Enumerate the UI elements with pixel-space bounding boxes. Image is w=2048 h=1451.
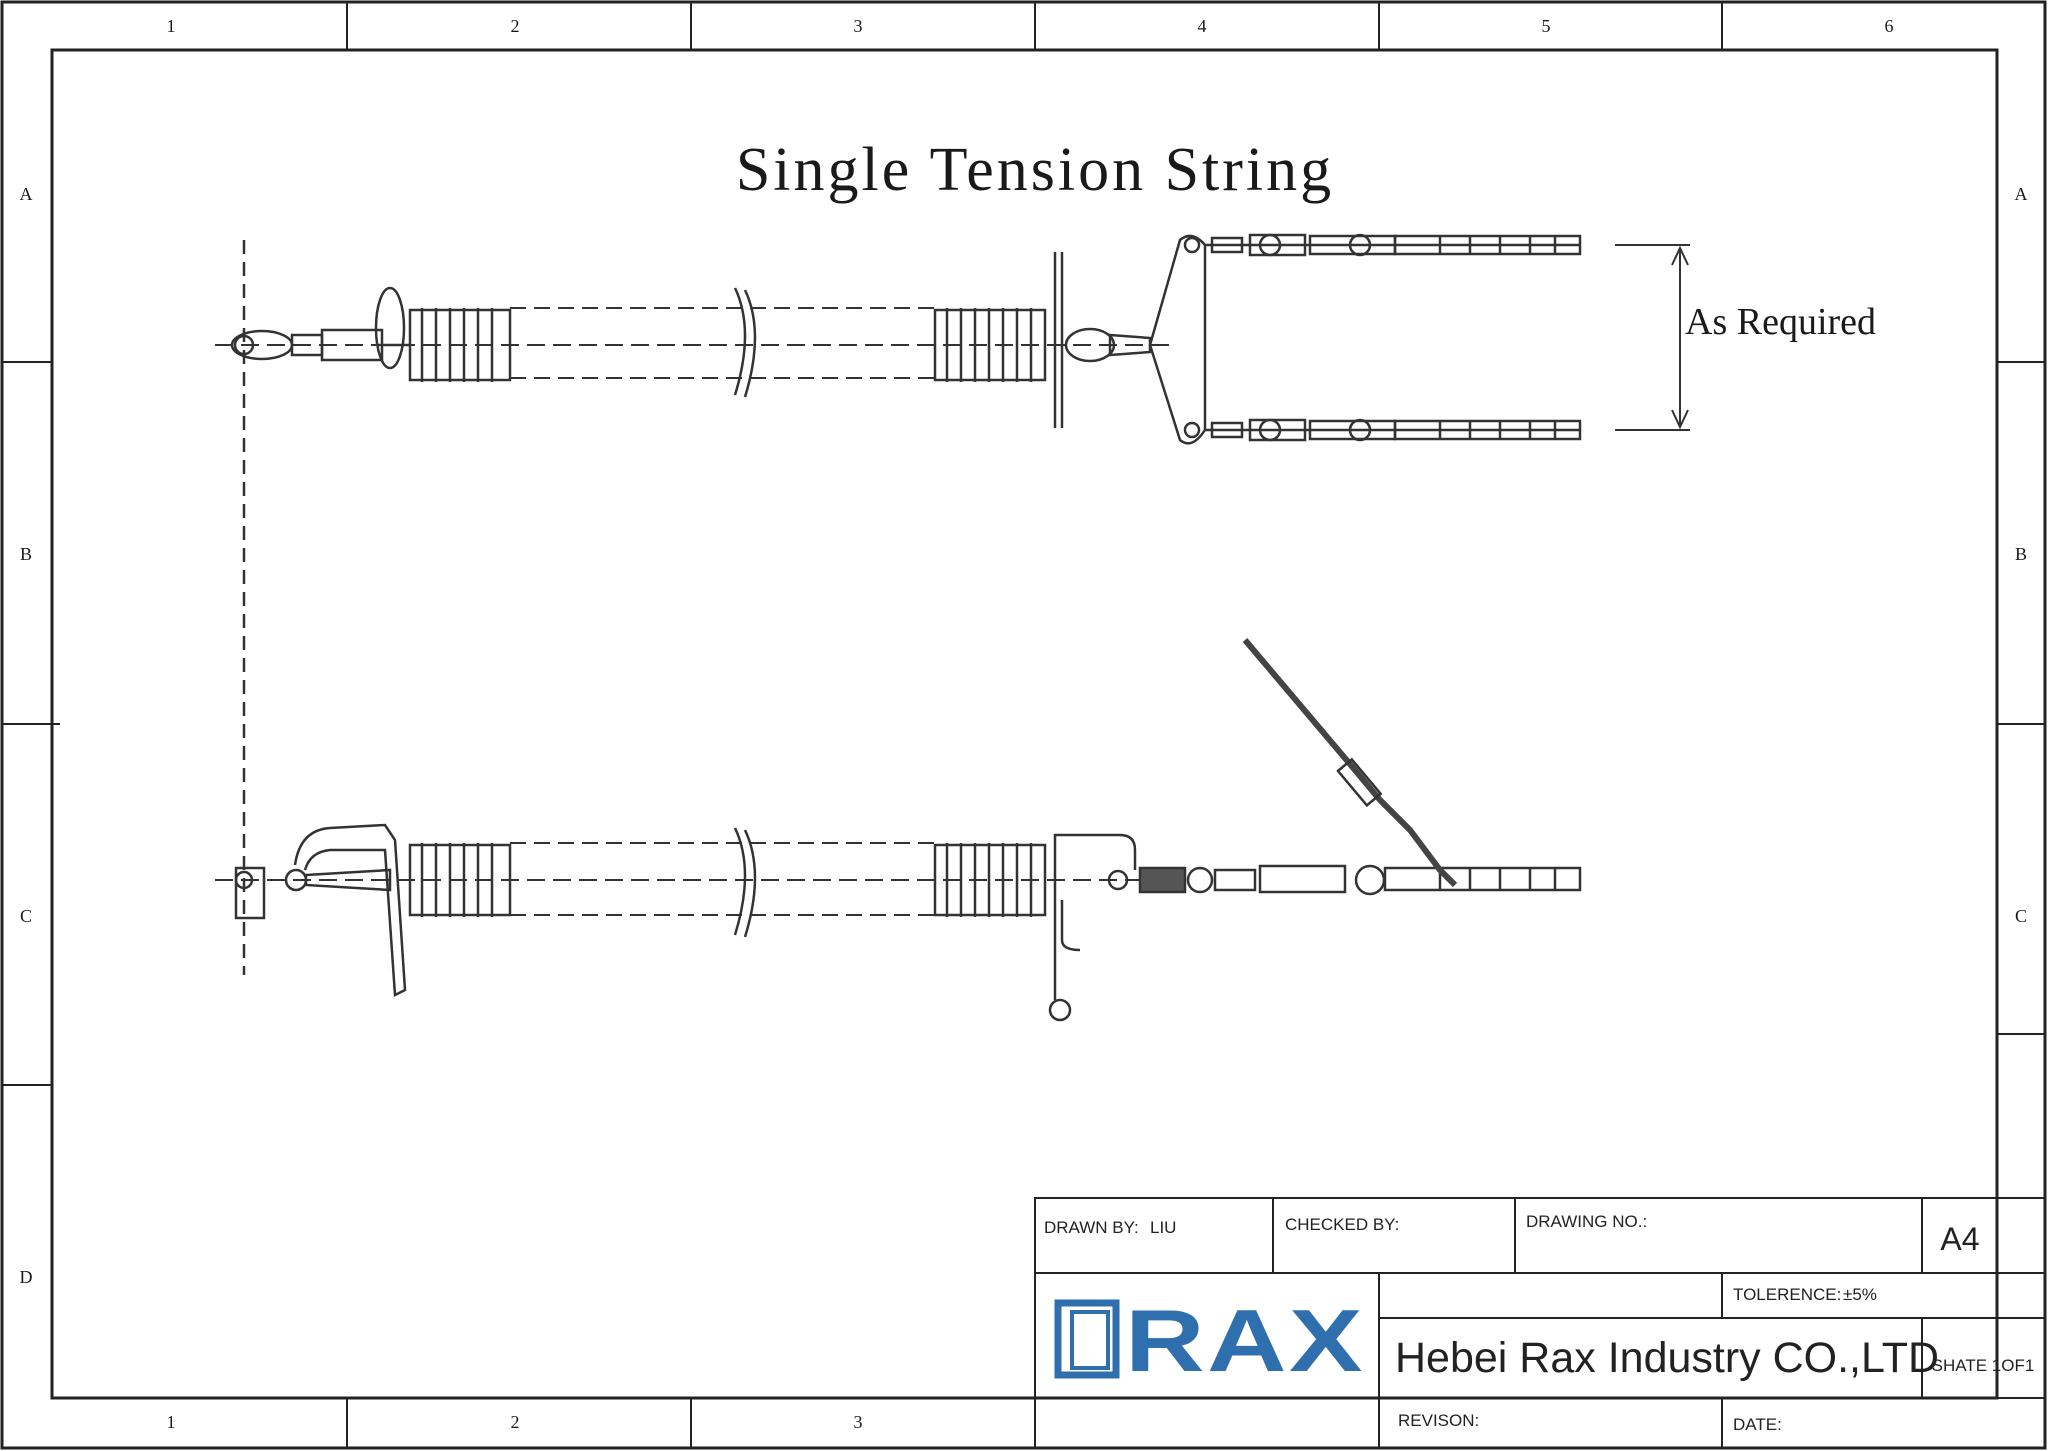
drawing-no-label: DRAWING NO.: bbox=[1526, 1212, 1647, 1231]
left-zone-dividers bbox=[2, 361, 60, 1086]
col-label-top-1: 1 bbox=[167, 16, 176, 36]
col-label-bottom-1: 1 bbox=[167, 1412, 176, 1432]
col-label-top-5: 5 bbox=[1542, 16, 1551, 36]
spacing-dimension bbox=[1615, 244, 1690, 431]
col-label-top-6: 6 bbox=[1885, 16, 1894, 36]
top-yoke-plate bbox=[1148, 234, 1207, 445]
top-zone-dividers bbox=[346, 2, 1723, 50]
bottom-right-sheds bbox=[933, 843, 1047, 917]
sheet-number: SHATE 1OF1 bbox=[1932, 1356, 2035, 1375]
jumper-conductor bbox=[1242, 638, 1458, 888]
rax-logo: RAX bbox=[1054, 1291, 1365, 1390]
row-label-left-d: D bbox=[20, 1267, 33, 1287]
row-label-right-c: C bbox=[2015, 906, 2027, 926]
row-label-left-b: B bbox=[20, 544, 32, 564]
checked-by-label: CHECKED BY: bbox=[1285, 1215, 1399, 1234]
col-label-top-2: 2 bbox=[511, 16, 520, 36]
row-label-left-a: A bbox=[20, 184, 33, 204]
bottom-arcing-bracket bbox=[1053, 833, 1137, 1000]
upper-conductor-fittings bbox=[1205, 233, 1582, 257]
row-label-right-a: A bbox=[2015, 184, 2028, 204]
drawn-by-label: DRAWN BY: bbox=[1044, 1218, 1139, 1237]
col-label-bottom-3: 3 bbox=[854, 1412, 863, 1432]
bottom-grading-shield bbox=[293, 823, 407, 997]
revision-label: REVISON: bbox=[1398, 1411, 1479, 1430]
inner-frame bbox=[50, 48, 1999, 1400]
top-string-assembly bbox=[215, 233, 1690, 975]
col-label-top-3: 3 bbox=[854, 16, 863, 36]
right-zone-dividers bbox=[1997, 361, 2045, 1035]
dimension-label: As Required bbox=[1685, 301, 1876, 343]
col-label-bottom-2: 2 bbox=[511, 1412, 520, 1432]
row-label-right-b: B bbox=[2015, 544, 2027, 564]
tolerance-label: TOLERENCE: bbox=[1733, 1285, 1841, 1304]
company-name: Hebei Rax Industry CO.,LTD bbox=[1395, 1334, 1939, 1382]
top-left-sheds bbox=[408, 308, 512, 382]
tolerance-value: ±5% bbox=[1843, 1285, 1877, 1304]
title-block bbox=[1034, 1197, 2046, 1449]
bottom-string-assembly bbox=[215, 638, 1582, 1022]
bottom-left-sheds bbox=[408, 843, 512, 917]
drawn-by-value: LIU bbox=[1150, 1218, 1176, 1237]
top-right-sheds bbox=[933, 308, 1047, 382]
drawing-title: Single Tension String bbox=[736, 136, 1334, 204]
lower-conductor-fittings bbox=[1205, 418, 1582, 442]
col-label-top-4: 4 bbox=[1198, 16, 1207, 36]
logo-text: RAX bbox=[1125, 1291, 1365, 1390]
row-label-left-c: C bbox=[20, 906, 32, 926]
sheet-size: A4 bbox=[1940, 1221, 1979, 1257]
date-label: DATE: bbox=[1733, 1415, 1782, 1434]
